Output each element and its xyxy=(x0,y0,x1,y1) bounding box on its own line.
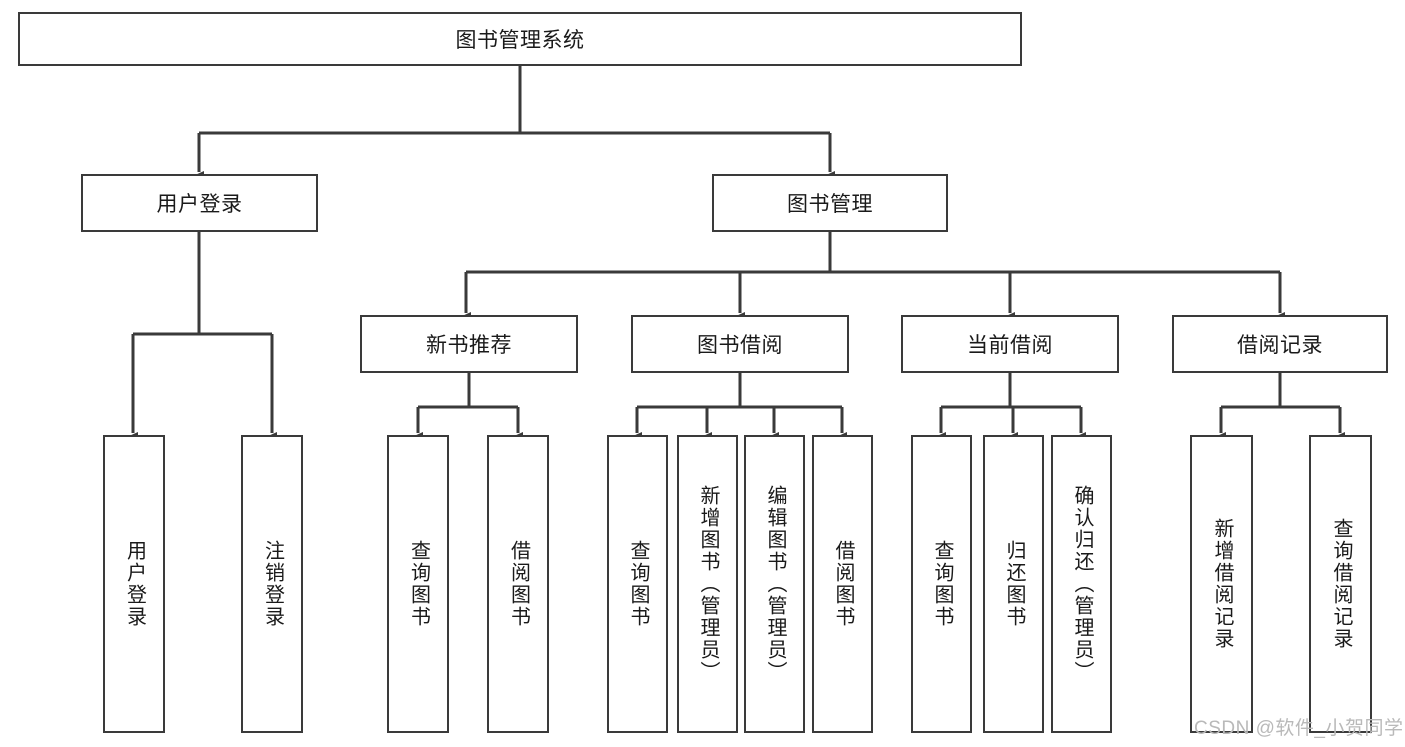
node-leaf-confirm-return[interactable]: 确认归还（管理员） xyxy=(1051,435,1112,733)
node-label: 借阅图书 xyxy=(832,540,854,628)
node-root[interactable]: 图书管理系统 xyxy=(18,12,1022,66)
node-borrow-record[interactable]: 借阅记录 xyxy=(1172,315,1388,373)
node-label: 图书管理 xyxy=(787,193,873,216)
tree-connectors xyxy=(128,66,1345,441)
node-label: 用户登录 xyxy=(156,193,243,216)
node-new-book-recommend[interactable]: 新书推荐 xyxy=(360,315,578,373)
node-user-login[interactable]: 用户登录 xyxy=(81,174,318,232)
node-leaf-edit-book[interactable]: 编辑图书（管理员） xyxy=(744,435,805,733)
node-leaf-query-record[interactable]: 查询借阅记录 xyxy=(1309,435,1372,733)
node-leaf-logout[interactable]: 注销登录 xyxy=(241,435,303,733)
node-leaf-return-book[interactable]: 归还图书 xyxy=(983,435,1044,733)
node-leaf-add-book[interactable]: 新增图书（管理员） xyxy=(677,435,738,733)
node-book-borrow[interactable]: 图书借阅 xyxy=(631,315,849,373)
node-label: 借阅图书 xyxy=(507,540,530,628)
node-leaf-query-book-3[interactable]: 查询图书 xyxy=(911,435,972,733)
node-label: 归还图书 xyxy=(1003,540,1025,628)
node-label: 图书管理系统 xyxy=(455,29,585,52)
node-label: 确认归还（管理员） xyxy=(1071,485,1093,683)
node-label: 借阅记录 xyxy=(1237,334,1323,357)
node-current-borrow[interactable]: 当前借阅 xyxy=(901,315,1119,373)
node-label: 注销登录 xyxy=(261,540,284,628)
node-leaf-borrow-book-2[interactable]: 借阅图书 xyxy=(812,435,873,733)
node-label: 用户登录 xyxy=(123,540,146,628)
watermark: CSDN @软件_小贺同学 xyxy=(1194,718,1404,739)
node-label: 查询图书 xyxy=(627,540,649,628)
node-label: 新书推荐 xyxy=(426,334,512,357)
node-label: 编辑图书（管理员） xyxy=(764,485,786,683)
node-leaf-query-book-1[interactable]: 查询图书 xyxy=(387,435,449,733)
node-label: 新增图书（管理员） xyxy=(697,485,719,683)
node-label: 查询图书 xyxy=(407,540,430,628)
node-leaf-user-login[interactable]: 用户登录 xyxy=(103,435,165,733)
node-leaf-add-record[interactable]: 新增借阅记录 xyxy=(1190,435,1253,733)
node-label: 查询借阅记录 xyxy=(1330,518,1352,650)
node-label: 图书借阅 xyxy=(697,334,783,357)
node-leaf-borrow-book-1[interactable]: 借阅图书 xyxy=(487,435,549,733)
node-label: 新增借阅记录 xyxy=(1211,518,1233,650)
node-label: 当前借阅 xyxy=(967,334,1053,357)
node-book-manage[interactable]: 图书管理 xyxy=(712,174,948,232)
node-label: 查询图书 xyxy=(931,540,953,628)
node-leaf-query-book-2[interactable]: 查询图书 xyxy=(607,435,668,733)
